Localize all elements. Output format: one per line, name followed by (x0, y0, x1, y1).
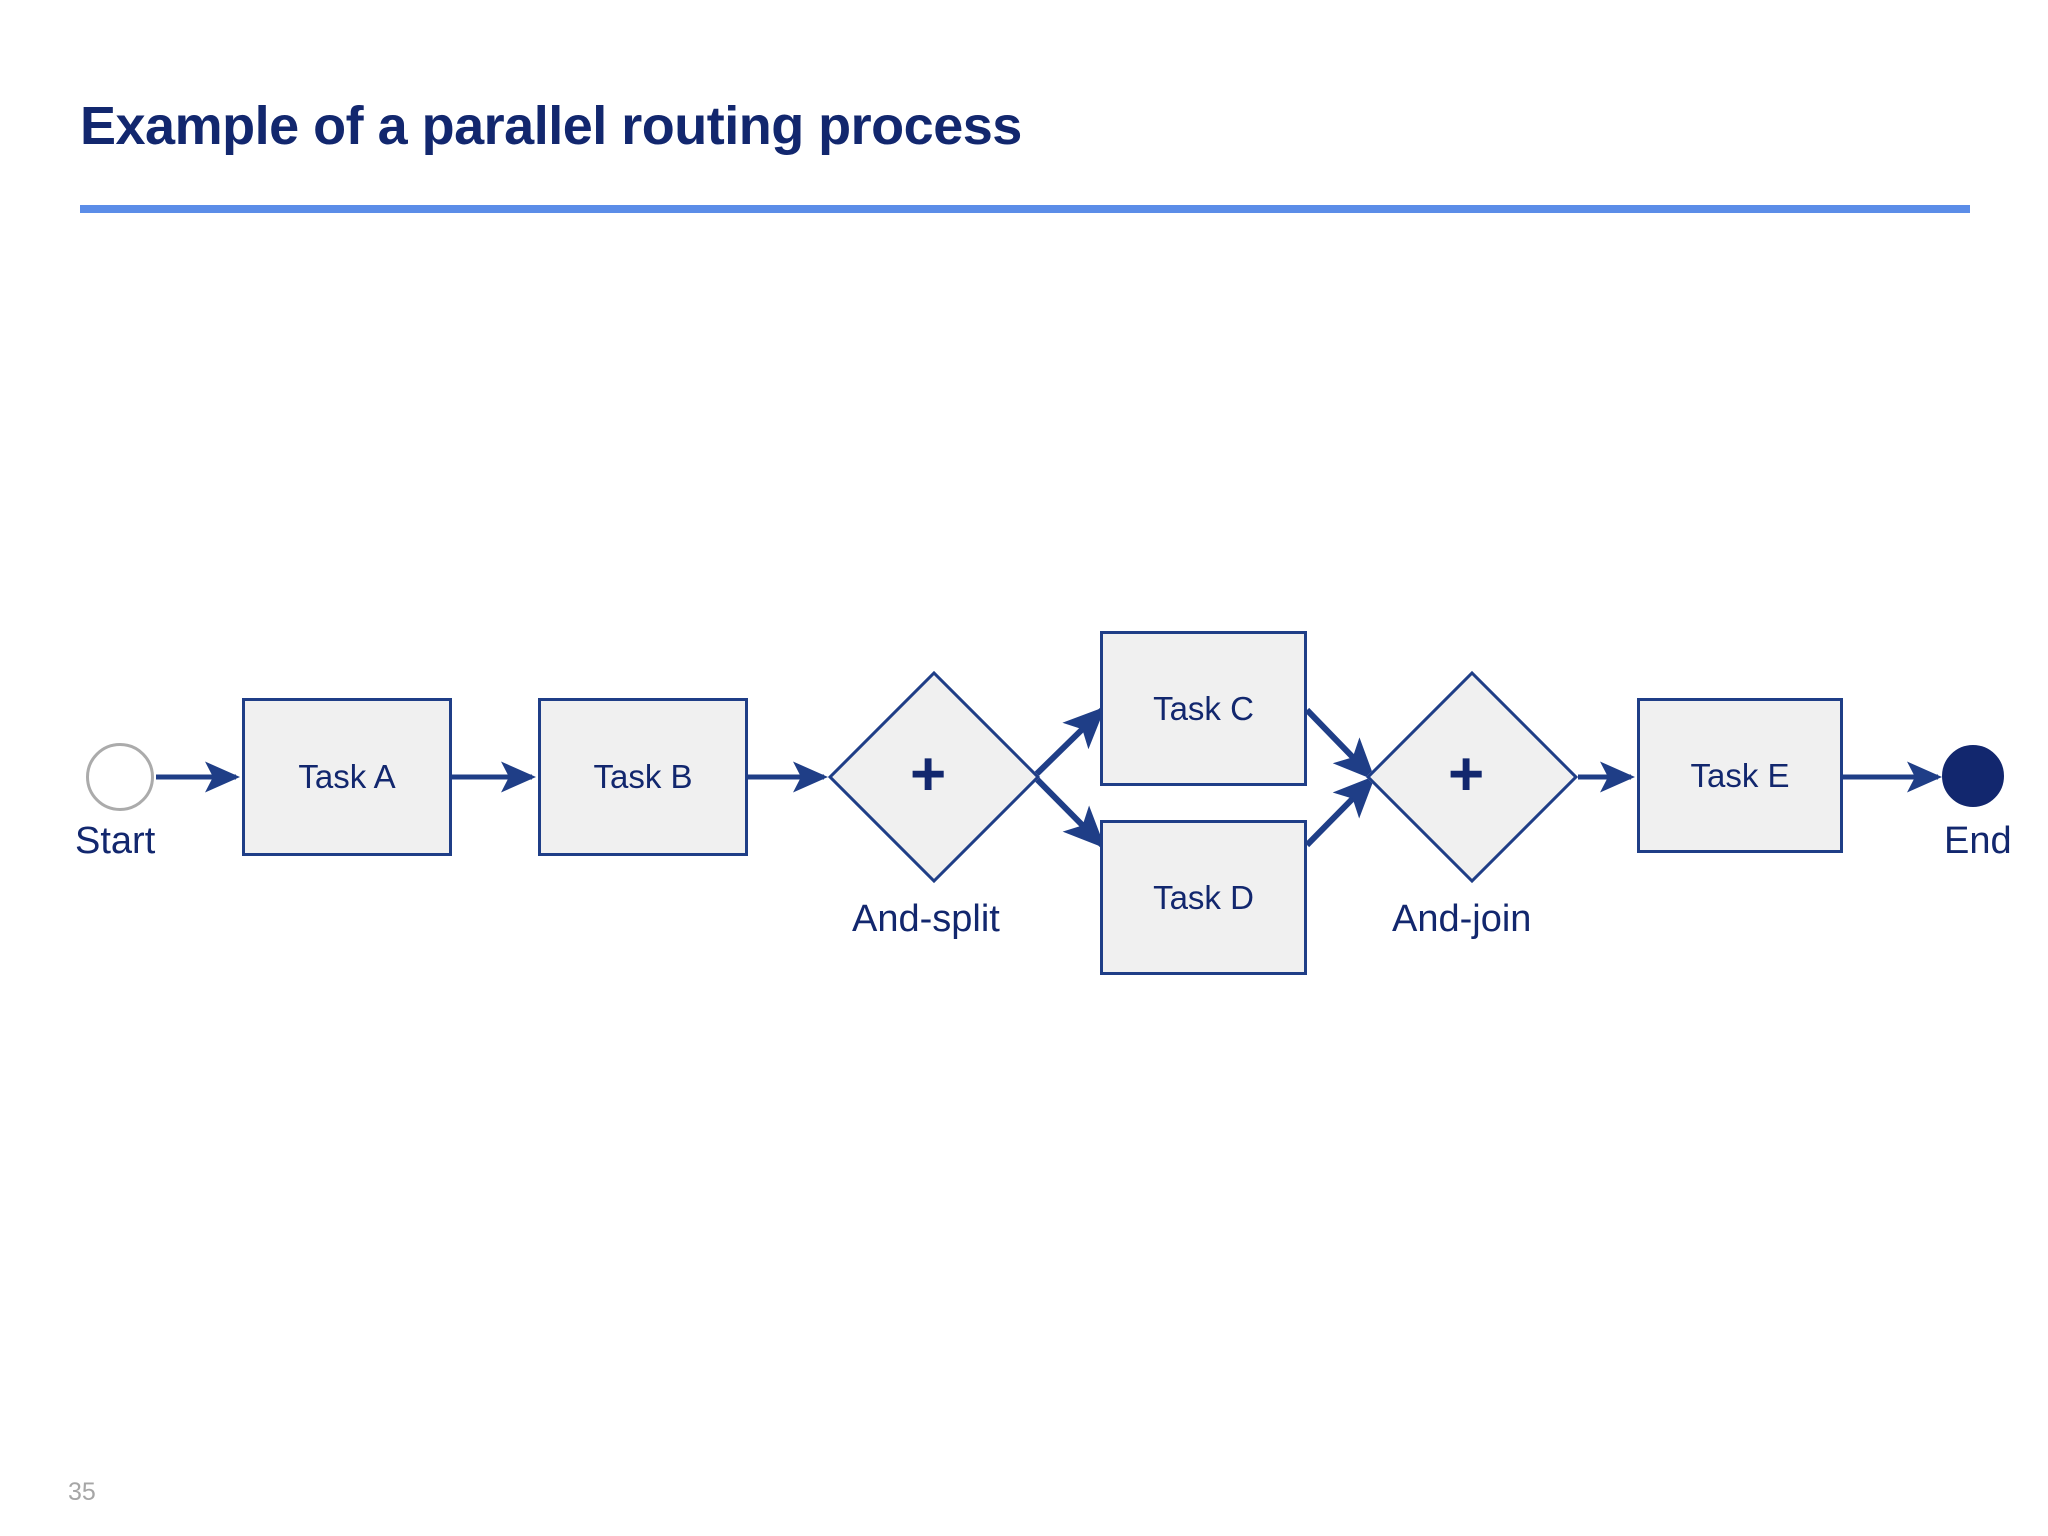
task-node-task-e[interactable]: Task E (1637, 698, 1843, 853)
task-a-label: Task A (298, 758, 396, 795)
edge-task-d-to-and-join (1304, 775, 1376, 848)
page-title: Example of a parallel routing process (80, 96, 1022, 156)
task-node-task-d[interactable]: Task D (1100, 820, 1307, 975)
start-node-label: Start (75, 820, 156, 862)
task-e-label: Task E (1690, 756, 1790, 794)
and-split-label: And-split (852, 898, 1000, 940)
task-d-label: Task D (1153, 878, 1254, 916)
end-node-label: End (1944, 820, 2012, 862)
title-divider-rule (80, 205, 1970, 213)
and-join-plus-icon: + (1448, 740, 1485, 809)
page-number: 35 (68, 1478, 96, 1506)
task-node-task-c[interactable]: Task C (1100, 631, 1307, 786)
task-node-task-b[interactable]: Task B (538, 698, 748, 856)
end-event-node[interactable] (1942, 745, 2004, 807)
task-node-task-a[interactable]: Task A (242, 698, 452, 856)
edge-task-c-to-and-join (1304, 707, 1376, 781)
and-split-plus-icon: + (910, 740, 947, 809)
task-b-label: Task B (593, 758, 693, 795)
start-event-node[interactable] (86, 743, 154, 811)
and-join-label: And-join (1392, 898, 1532, 940)
task-c-label: Task C (1153, 689, 1254, 727)
